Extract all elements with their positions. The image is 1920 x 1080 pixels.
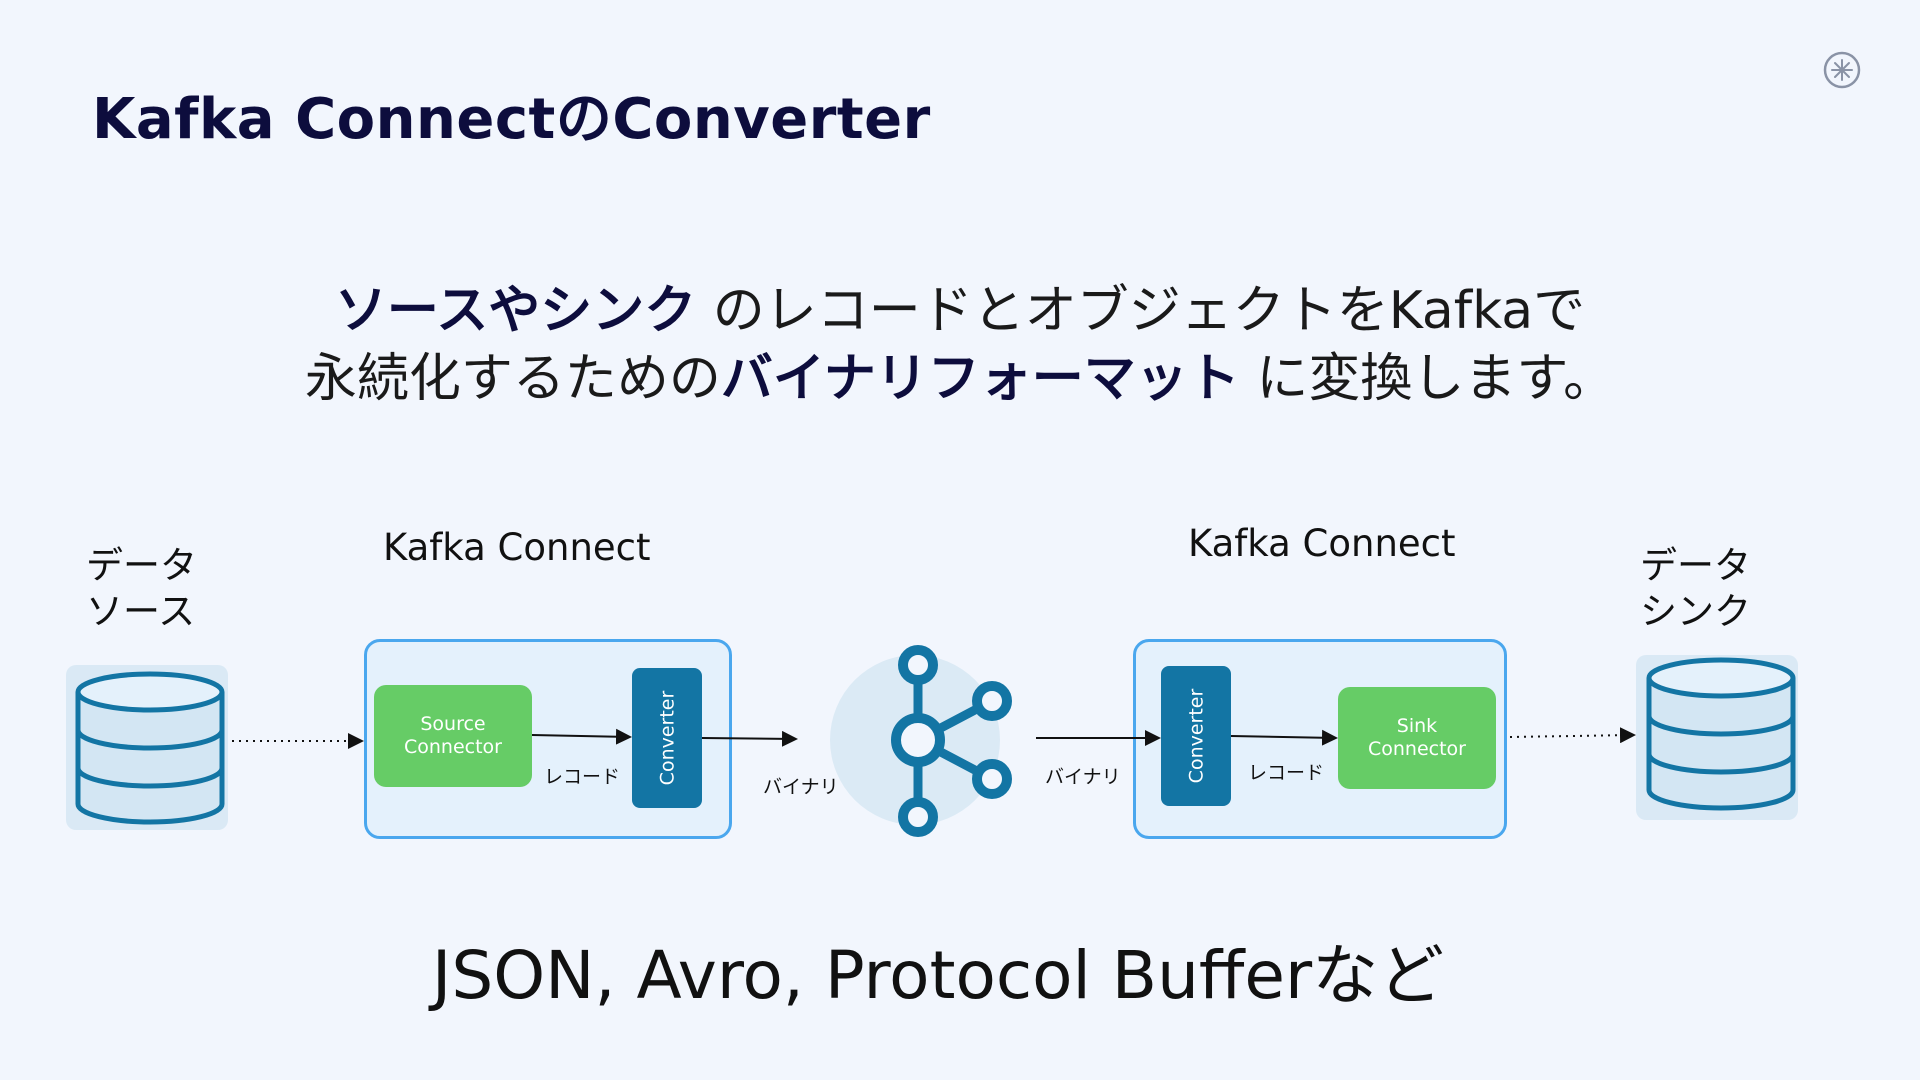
converter-right-box: Converter xyxy=(1161,666,1231,806)
data-source-label: データ ソース xyxy=(86,543,197,635)
description-bold-binary-format: バイナリフォーマット xyxy=(720,349,1240,409)
data-source-label-line2: ソース xyxy=(86,590,196,633)
description-line-1: ソースやシンク のレコードとオブジェクトをKafkaで xyxy=(0,268,1920,343)
kafka-icon xyxy=(830,645,1012,837)
sink-connector-line2: Connector xyxy=(1368,738,1466,760)
description-text-1: のレコードとオブジェクトをKafkaで xyxy=(696,281,1586,341)
slide-title: Kafka ConnectのConverter xyxy=(92,87,931,152)
binary-right-label: バイナリ xyxy=(1045,766,1121,788)
description-text-2: 永続化するための xyxy=(304,349,721,409)
description-line-2: 永続化するためのバイナリフォーマット に変換します。 xyxy=(0,336,1920,411)
binary-left-label: バイナリ xyxy=(763,776,839,798)
record-left-label: レコード xyxy=(544,766,621,788)
kafka-connect-right-label: Kafka Connect xyxy=(1188,522,1456,565)
converter-left-box: Converter xyxy=(632,668,702,808)
data-sink-label-line1: データ xyxy=(1640,544,1751,587)
source-connector-line2: Connector xyxy=(404,736,502,758)
description-bold-source-sink: ソースやシンク xyxy=(334,281,697,341)
source-connector-line1: Source xyxy=(420,713,486,735)
kafka-connect-left-label: Kafka Connect xyxy=(383,526,651,569)
description-text-3: に変換します。 xyxy=(1239,349,1616,409)
format-examples: JSON, Avro, Protocol Bufferなど xyxy=(431,937,1445,1014)
data-source-label-line1: データ xyxy=(86,544,197,587)
data-sink-label: データ シンク xyxy=(1640,543,1751,635)
record-right-label: レコード xyxy=(1248,762,1325,784)
sink-connector-box: Sink Connector xyxy=(1338,687,1496,789)
data-sink-label-line2: シンク xyxy=(1640,590,1751,633)
database-icon xyxy=(66,665,228,830)
confluent-logo-icon xyxy=(1823,51,1861,89)
sink-connector-line1: Sink xyxy=(1396,715,1438,737)
source-connector-box: Source Connector xyxy=(374,685,532,787)
database-icon xyxy=(1636,655,1798,820)
